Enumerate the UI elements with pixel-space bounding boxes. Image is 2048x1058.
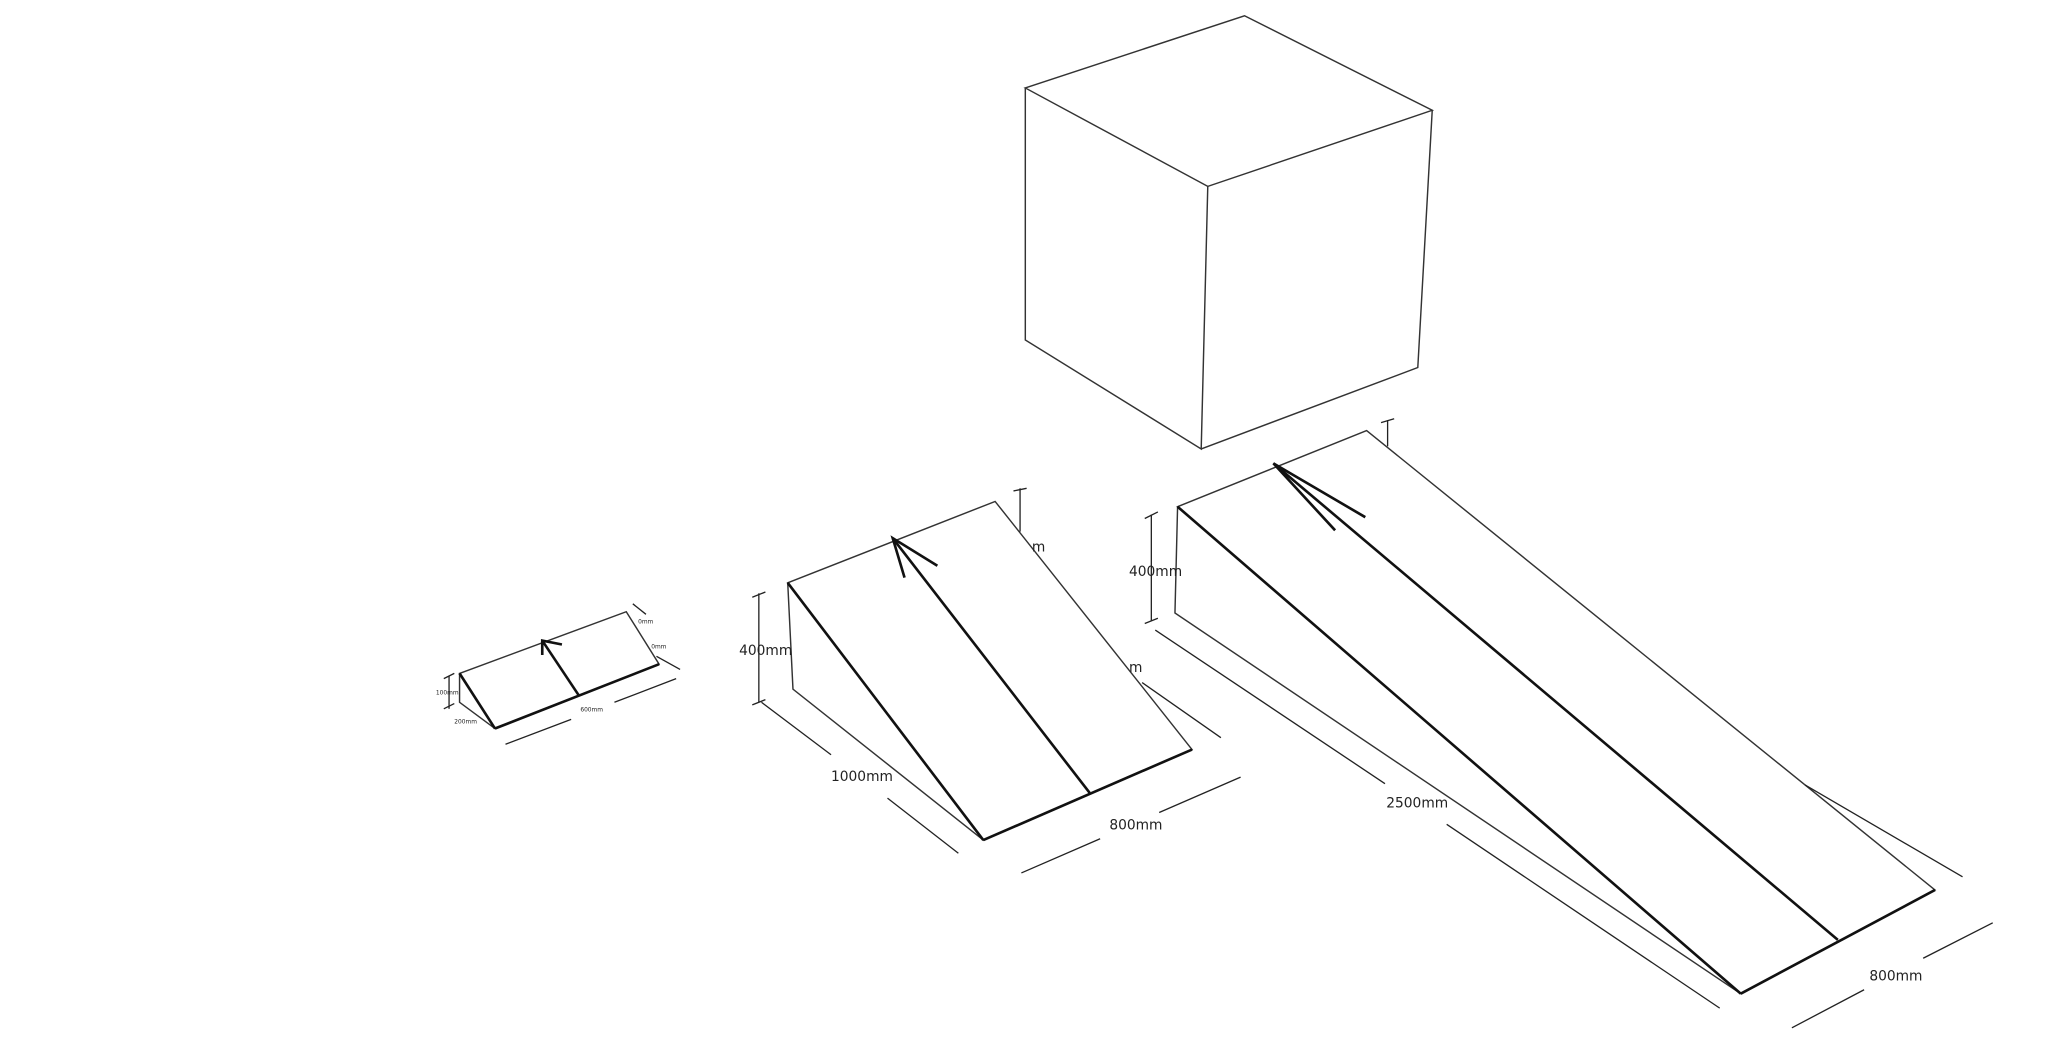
medium-ramp-depth-label: 1000mm [831,769,893,785]
small-ramp-partial-label-2: 0mm [651,644,666,650]
small-ramp-arrow-icon [540,638,581,697]
medium-ramp-hypotenuse [786,582,985,841]
small-ramp-dimension-lines [443,603,681,745]
large-ramp-depth-label: 2500mm [1386,795,1448,811]
small-ramp[interactable]: 100mm 200mm 600mm 0mm 0mm [436,603,681,745]
medium-ramp-dimension-lines [752,487,1241,874]
large-ramp[interactable]: 400mm 2500mm 800mm [1129,418,1994,1029]
large-ramp-side [1174,506,1742,995]
medium-ramp[interactable]: 400mm 1000mm 800mm m m [739,487,1241,874]
small-ramp-hypotenuse [458,672,497,730]
cube[interactable] [1023,14,1435,451]
medium-ramp-front-edge [982,748,1193,842]
small-ramp-front-edge [494,662,660,730]
small-ramp-side [458,673,496,730]
large-ramp-arrow-icon [1272,462,1839,941]
medium-ramp-partial-label-1: m [1032,539,1045,555]
large-ramp-width-label: 800mm [1869,969,1922,985]
large-ramp-hypotenuse [1176,505,1742,995]
large-ramp-front-edge [1740,888,1936,995]
medium-ramp-arrow-icon [890,535,1091,794]
cube-left-face [1024,87,1209,451]
medium-ramp-partial-label-2: m [1129,660,1142,676]
large-ramp-height-label: 400mm [1129,564,1182,580]
medium-ramp-width-label: 800mm [1109,818,1162,834]
medium-ramp-height-label: 400mm [739,643,792,659]
small-ramp-depth-label: 200mm [454,719,477,725]
small-ramp-height-label: 100mm [436,690,459,696]
medium-ramp-side [787,582,984,841]
small-ramp-length-label: 600mm [580,707,603,713]
cube-top-face [1023,14,1435,188]
small-ramp-partial-label-1: 0mm [638,620,653,626]
large-ramp-dimension-lines [1144,418,1994,1029]
large-ramp-slope [1176,429,1937,995]
cube-right-face [1200,110,1433,450]
small-ramp-slope [458,610,661,730]
